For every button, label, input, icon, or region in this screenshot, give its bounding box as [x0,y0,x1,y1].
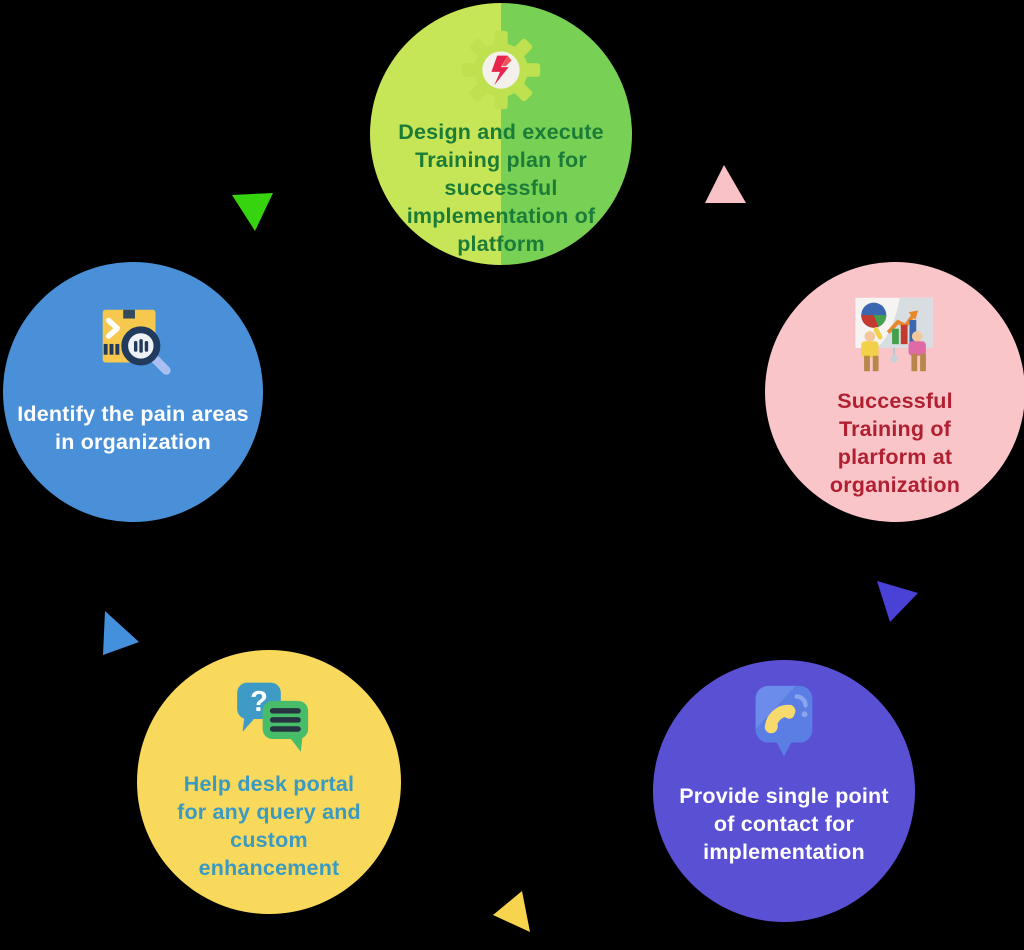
board-stand [890,348,898,363]
node-help-desk-portal: ? Help desk portal for any query and cus… [137,650,401,914]
magnifier [121,326,171,375]
arrow-pink-icon [705,165,746,203]
question-chat-icon: ? [219,674,319,764]
arrow-yellow-shape [493,891,530,932]
lightning-bolt-highlight [501,55,512,67]
arrow-blue-icon [103,611,139,655]
node-identify-pain-areas: Identify the pain areas in organization [3,262,263,522]
arrow-blue-shape [103,611,139,655]
node-label: Design and execute Training plan for suc… [398,120,604,256]
bubble-highlight [755,685,796,729]
node-design-training-plan: Design and execute Training plan for suc… [370,3,632,265]
pie-chart [861,302,887,328]
reply-bubble [262,700,309,752]
node-label: Successful Training of plarform at organ… [829,389,961,497]
question-chat-svg: ? [237,682,309,752]
presentation-chart-svg [855,297,933,372]
node-label: Help desk portal for any query and custo… [177,772,361,880]
arrow-green-icon [232,193,273,231]
phone-handset [764,704,796,734]
signal-curve [794,694,808,718]
question-bubble: ? [237,682,281,732]
presentation-chart-icon [848,292,942,377]
barcode [103,343,120,355]
gear-lightning-icon [458,27,544,113]
node-label: Provide single point of contact for impl… [679,784,889,864]
arrow-yellow-icon [493,891,530,932]
package-search-icon [89,298,177,386]
presenter-right [908,331,926,372]
gear-lightning-svg [461,30,541,110]
chevron-right-icon [105,317,121,339]
lightning-bolt [491,55,509,86]
package-search-svg [102,309,171,375]
arrow-green-shape [232,193,273,231]
bubble-tail [776,741,792,757]
node-single-point-of-contact: Provide single point of contact for impl… [653,660,915,922]
node-successful-training: Successful Training of plarform at organ… [765,262,1024,522]
box-tab [123,309,135,319]
phone-bubble-svg [755,685,813,757]
presenter-left [861,327,883,372]
arrow-purple-shape [877,581,918,622]
node-label: Identify the pain areas in organization [17,402,249,454]
arrow-pink-shape [705,165,746,203]
phone-bubble-icon [740,678,828,766]
bar-chart [892,320,917,345]
arrow-purple-icon [877,581,918,622]
